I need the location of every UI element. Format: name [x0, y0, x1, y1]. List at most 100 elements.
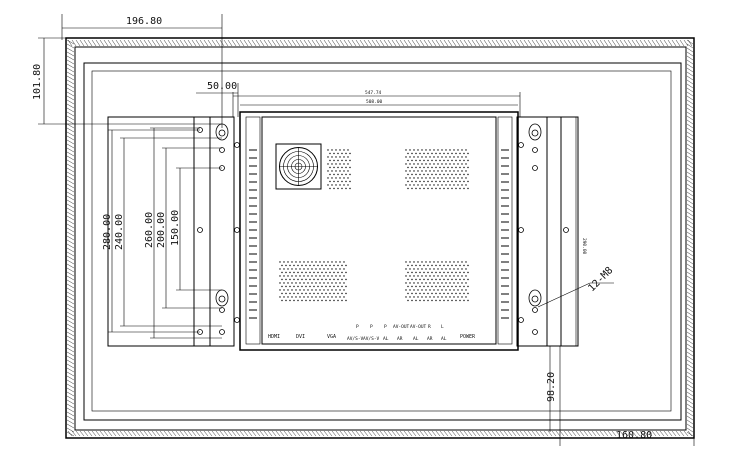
- frame-hatch-mark: [651, 430, 657, 437]
- frame-hatch-mark: [267, 430, 273, 437]
- frame-hatch-mark: [66, 115, 75, 121]
- frame-hatch-mark: [659, 39, 665, 47]
- frame-hatch-mark: [579, 430, 585, 437]
- vent-hole: [455, 264, 457, 267]
- vent-hole: [337, 173, 339, 176]
- frame-hatch-mark: [66, 163, 75, 169]
- vent-hole: [297, 271, 299, 274]
- frame-hatch-mark: [686, 107, 694, 113]
- vent-hole: [423, 271, 425, 274]
- frame-hatch-mark: [686, 343, 694, 349]
- frame-hatch-mark: [627, 430, 633, 437]
- vent-hole: [423, 285, 425, 288]
- frame-hatch-mark: [587, 430, 593, 437]
- frame-hatch-mark: [211, 39, 217, 47]
- frame-hatch-mark: [455, 430, 461, 437]
- frame-hatch-mark: [339, 39, 345, 47]
- vent-hole: [289, 278, 291, 281]
- vent-hole: [341, 173, 343, 176]
- frame-hatch-mark: [187, 430, 193, 437]
- frame-hatch-mark: [615, 430, 621, 437]
- vent-hole: [305, 264, 307, 267]
- frame-hatch-mark: [66, 203, 75, 209]
- frame-hatch-mark: [311, 39, 317, 47]
- port-label-q5: AL: [413, 336, 419, 342]
- frame-hatch-mark: [387, 430, 393, 437]
- frame-hatch-mark: [435, 430, 441, 437]
- mount-hole: [197, 227, 203, 233]
- vent-hole: [293, 285, 295, 288]
- frame-hatch-mark: [671, 39, 677, 47]
- vent-hole: [457, 261, 459, 263]
- frame-hatch-mark: [559, 39, 565, 47]
- frame-hatch-mark: [147, 39, 153, 47]
- frame-hatch-mark: [686, 291, 694, 297]
- vent-hole: [435, 278, 437, 281]
- vent-hole: [317, 299, 319, 302]
- frame-hatch-mark: [66, 247, 75, 253]
- frame-hatch-mark: [611, 430, 617, 437]
- frame-hatch-mark: [479, 430, 485, 437]
- vent-hole: [289, 292, 291, 295]
- vent-hole: [283, 282, 285, 284]
- vent-hole: [411, 271, 413, 274]
- frame-hatch-mark: [66, 143, 75, 149]
- frame-hatch-mark: [483, 39, 489, 47]
- frame-hatch-mark: [107, 430, 113, 437]
- vent-hole: [327, 163, 329, 165]
- vent-hole: [337, 285, 339, 288]
- vent-hole: [461, 282, 463, 284]
- frame-hatch-mark: [443, 39, 449, 47]
- vent-hole: [311, 268, 313, 270]
- frame-hatch-mark: [686, 287, 694, 293]
- vent-hole: [439, 299, 441, 302]
- vent-hole: [345, 278, 347, 281]
- vent-hole: [449, 149, 451, 151]
- frame-hatch-mark: [187, 39, 193, 47]
- frame-hatch-mark: [191, 39, 197, 47]
- frame-hatch-mark: [66, 227, 75, 233]
- vent-hole: [451, 299, 453, 302]
- vent-hole: [467, 187, 469, 190]
- frame-hatch-mark: [686, 367, 694, 373]
- frame-hatch-mark: [555, 39, 561, 47]
- frame-hatch-mark: [66, 47, 75, 53]
- vent-hole: [465, 170, 467, 172]
- frame-hatch-mark: [667, 430, 673, 437]
- vent-hole: [337, 278, 339, 281]
- vent-hole: [317, 264, 319, 267]
- vent-hole: [455, 159, 457, 162]
- frame-hatch-mark: [563, 39, 569, 47]
- frame-hatch-mark: [686, 231, 694, 237]
- frame-hatch-mark: [66, 307, 75, 313]
- vent-hole: [333, 166, 335, 169]
- vent-hole: [301, 271, 303, 274]
- vent-hole: [345, 187, 347, 190]
- frame-hatch-mark: [99, 39, 105, 47]
- vent-hole: [333, 285, 335, 288]
- vent-hole: [345, 285, 347, 288]
- frame-hatch-mark: [591, 430, 597, 437]
- vent-hole: [415, 278, 417, 281]
- vent-hole: [461, 163, 463, 165]
- frame-hatch-mark: [135, 430, 141, 437]
- vent-hole: [337, 187, 339, 190]
- frame-hatch-mark: [303, 39, 309, 47]
- vent-hole: [305, 285, 307, 288]
- vent-hole: [347, 149, 349, 151]
- frame-hatch-mark: [335, 430, 341, 437]
- vent-hole: [467, 166, 469, 169]
- vent-hole: [421, 275, 423, 277]
- frame-hatch-mark: [66, 303, 75, 309]
- vent-hole: [295, 296, 297, 298]
- vent-hole: [423, 292, 425, 295]
- vent-hole: [345, 173, 347, 176]
- dim-bottom-height: 98.20: [546, 372, 557, 402]
- vent-hole: [321, 278, 323, 281]
- vent-hole: [285, 299, 287, 302]
- frame-hatch-mark: [403, 430, 409, 437]
- frame-hatch-mark: [103, 39, 109, 47]
- vent-hole: [457, 156, 459, 158]
- vent-hole: [437, 282, 439, 284]
- vent-hole: [317, 285, 319, 288]
